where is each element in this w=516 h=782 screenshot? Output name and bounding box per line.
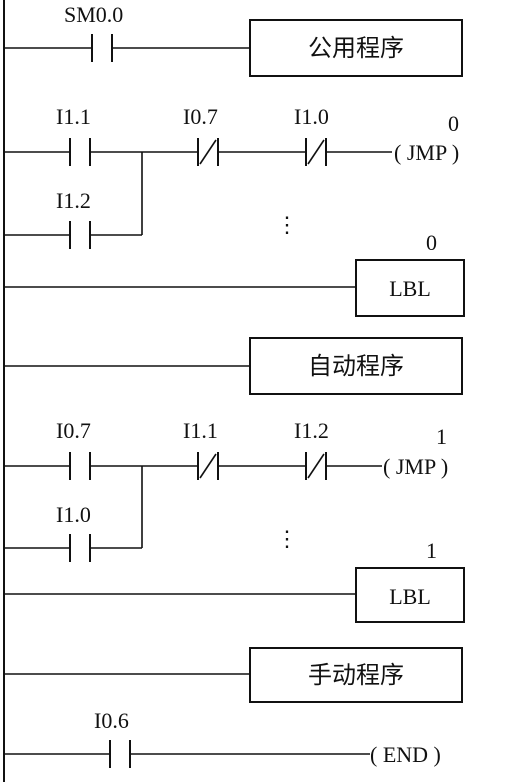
jmp1-coil: ( JMP ) — [383, 454, 448, 479]
lbl1-box — [355, 567, 465, 623]
contact-label-i12-b: I1.2 — [294, 418, 329, 443]
contact-label-sm00: SM0.0 — [64, 2, 123, 27]
jmp0-coil: ( JMP ) — [394, 140, 459, 165]
rung-auto: 自动程序 — [4, 337, 463, 395]
ellipsis-1: ⋮ — [276, 212, 298, 237]
contact-label-i11-b: I1.1 — [183, 418, 218, 443]
lbl1-number: 1 — [426, 538, 437, 563]
contact-label-i10-a: I1.0 — [294, 104, 329, 129]
jmp1-number: 1 — [436, 424, 447, 449]
contact-label-i12-a: I1.2 — [56, 188, 91, 213]
jmp0-number: 0 — [448, 111, 459, 136]
manual-program-label: 手动程序 — [308, 661, 404, 689]
rung-lbl0: 0 LBL — [4, 230, 465, 317]
rung-end: I0.6 ( END ) — [4, 708, 441, 768]
contact-label-i10-b: I1.0 — [56, 502, 91, 527]
lbl0-number: 0 — [426, 230, 437, 255]
lbl0-box — [355, 259, 465, 317]
end-coil: ( END ) — [370, 742, 441, 767]
contact-label-i07-a: I0.7 — [183, 104, 218, 129]
contact-label-i06: I0.6 — [94, 708, 129, 733]
contact-label-i11-a: I1.1 — [56, 104, 91, 129]
auto-program-box — [249, 337, 463, 395]
common-program-box — [249, 19, 463, 77]
common-program-label: 公用程序 — [308, 34, 404, 62]
rung-jmp0: I1.1 I1.2 I0.7 I1.0 0 ( JMP ) ⋮ — [4, 104, 459, 249]
manual-program-box — [249, 647, 463, 703]
rung-jmp1: I0.7 I1.0 I1.1 I1.2 1 ( JMP ) ⋮ — [4, 418, 448, 562]
rung-manual: 手动程序 — [4, 647, 463, 703]
rung-lbl1: 1 LBL — [4, 538, 465, 623]
contact-label-i07-b: I0.7 — [56, 418, 91, 443]
auto-program-label: 自动程序 — [308, 352, 404, 380]
lbl0-label: LBL — [389, 276, 431, 301]
lbl1-label: LBL — [389, 584, 431, 609]
ellipsis-2: ⋮ — [276, 526, 298, 551]
rung-common: SM0.0 公用程序 — [4, 2, 463, 77]
